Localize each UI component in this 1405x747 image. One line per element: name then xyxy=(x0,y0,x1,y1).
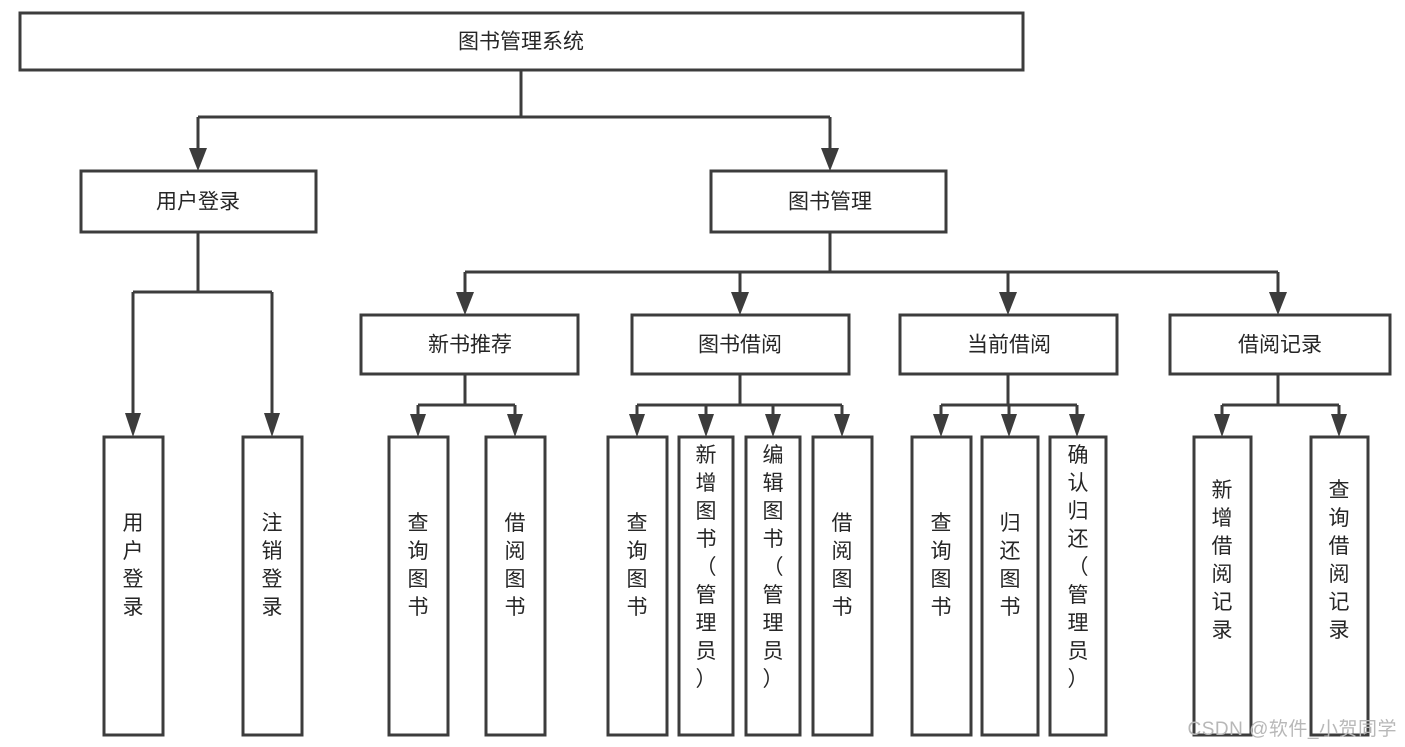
node-root-box[interactable] xyxy=(18,11,1025,72)
node-leaf-edit-book-box[interactable] xyxy=(744,435,802,737)
node-leaf-add-book-label: 新增图书（管理员） xyxy=(696,444,717,691)
arrow-head-borrow xyxy=(731,292,749,315)
node-leaf-query-book-3-box[interactable] xyxy=(910,435,973,737)
arrow-head-borrow-book-1 xyxy=(507,414,523,437)
arrow-head-records xyxy=(1269,292,1287,315)
node-login-box[interactable] xyxy=(79,169,318,234)
node-current-box[interactable] xyxy=(898,313,1119,376)
node-borrow-label: 图书借阅 xyxy=(698,334,782,357)
connector-group-bookmgmt-to-level3 xyxy=(456,232,1287,315)
arrow-head-add-book xyxy=(698,414,714,437)
node-leaf-confirm-return-label: 确认归还（管理员） xyxy=(1068,444,1089,691)
arrow-head-return-book xyxy=(1001,414,1017,437)
node-leaf-user-login[interactable]: 用户登录 xyxy=(102,435,165,737)
node-current-label: 当前借阅 xyxy=(967,334,1051,357)
node-leaf-query-book-2[interactable]: 查询图书 xyxy=(606,435,669,737)
arrow-head-bookmgmt xyxy=(821,148,839,171)
node-leaf-return-book[interactable]: 归还图书 xyxy=(980,435,1040,737)
node-records-box[interactable] xyxy=(1168,313,1392,376)
node-leaf-borrow-book-1-box[interactable] xyxy=(484,435,547,737)
node-leaf-edit-book-label: 编辑图书（管理员） xyxy=(763,444,784,691)
node-leaf-query-book-1-label: 查询图书 xyxy=(408,512,429,619)
node-leaf-query-book-1-box[interactable] xyxy=(387,435,450,737)
node-leaf-logout[interactable]: 注销登录 xyxy=(241,435,304,737)
node-leaf-add-record[interactable]: 新增借阅记录 xyxy=(1192,435,1253,737)
connector-group-borrow-to-leaves xyxy=(629,374,850,437)
node-bookmgmt-label: 图书管理 xyxy=(788,191,872,214)
arrow-head-query-book-3 xyxy=(933,414,949,437)
node-leaf-user-login-box[interactable] xyxy=(102,435,165,737)
node-leaf-user-login-label: 用户登录 xyxy=(123,512,144,619)
node-leaf-query-book-1[interactable]: 查询图书 xyxy=(387,435,450,737)
node-leaf-query-book-3-label: 查询图书 xyxy=(931,512,952,619)
node-bookmgmt-box[interactable] xyxy=(709,169,948,234)
node-leaf-return-book-box[interactable] xyxy=(980,435,1040,737)
node-login[interactable]: 用户登录 xyxy=(79,169,318,234)
node-leaf-borrow-book-2-box[interactable] xyxy=(811,435,874,737)
arrow-head-current xyxy=(999,292,1017,315)
arrow-head-user-login xyxy=(125,413,141,437)
arrow-head-query-book-2 xyxy=(629,414,645,437)
node-leaf-query-record-box[interactable] xyxy=(1309,435,1370,737)
arrow-head-confirm-return xyxy=(1069,414,1085,437)
node-leaf-borrow-book-1-label: 借阅图书 xyxy=(505,512,526,619)
arrow-head-logout xyxy=(264,413,280,437)
node-leaf-borrow-book-1[interactable]: 借阅图书 xyxy=(484,435,547,737)
arrow-head-newbook xyxy=(456,292,474,315)
connector-group-root-to-level2 xyxy=(189,70,839,171)
node-leaf-query-record[interactable]: 查询借阅记录 xyxy=(1309,435,1370,737)
node-leaf-query-record-label: 查询借阅记录 xyxy=(1329,479,1350,642)
node-leaf-confirm-return[interactable]: 确认归还（管理员） xyxy=(1048,435,1108,737)
connector-group-records-to-leaves xyxy=(1214,374,1347,437)
node-leaf-borrow-book-2[interactable]: 借阅图书 xyxy=(811,435,874,737)
node-leaf-logout-box[interactable] xyxy=(241,435,304,737)
arrow-head-borrow-book-2 xyxy=(834,414,850,437)
node-records[interactable]: 借阅记录 xyxy=(1168,313,1392,376)
node-newbook-label: 新书推荐 xyxy=(428,334,512,357)
node-leaf-confirm-return-box[interactable] xyxy=(1048,435,1108,737)
node-records-label: 借阅记录 xyxy=(1238,334,1322,357)
node-login-label: 用户登录 xyxy=(156,191,240,214)
arrow-head-add-record xyxy=(1214,414,1230,437)
connector-group-newbook-to-leaves xyxy=(410,374,523,437)
arrow-head-edit-book xyxy=(765,414,781,437)
node-root-label: 图书管理系统 xyxy=(458,31,584,54)
node-leaf-borrow-book-2-label: 借阅图书 xyxy=(832,512,853,619)
node-current[interactable]: 当前借阅 xyxy=(898,313,1119,376)
connector-group-login-to-leaves xyxy=(125,232,280,437)
node-leaf-query-book-2-label: 查询图书 xyxy=(627,512,648,619)
node-newbook-box[interactable] xyxy=(359,313,580,376)
node-leaf-return-book-label: 归还图书 xyxy=(1000,512,1021,619)
node-leaf-add-book-box[interactable] xyxy=(677,435,735,737)
arrow-head-query-record xyxy=(1331,414,1347,437)
node-newbook[interactable]: 新书推荐 xyxy=(359,313,580,376)
node-leaf-add-book[interactable]: 新增图书（管理员） xyxy=(677,435,735,737)
connector-group-current-to-leaves xyxy=(933,374,1085,437)
node-leaf-query-book-2-box[interactable] xyxy=(606,435,669,737)
node-leaf-add-record-box[interactable] xyxy=(1192,435,1253,737)
node-root[interactable]: 图书管理系统 xyxy=(18,11,1025,72)
node-borrow-box[interactable] xyxy=(630,313,851,376)
node-leaf-edit-book[interactable]: 编辑图书（管理员） xyxy=(744,435,802,737)
node-leaf-logout-label: 注销登录 xyxy=(262,512,283,619)
node-borrow[interactable]: 图书借阅 xyxy=(630,313,851,376)
node-bookmgmt[interactable]: 图书管理 xyxy=(709,169,948,234)
arrow-head-login xyxy=(189,148,207,171)
node-leaf-add-record-label: 新增借阅记录 xyxy=(1212,479,1233,642)
arrow-head-query-book-1 xyxy=(410,414,426,437)
node-leaf-query-book-3[interactable]: 查询图书 xyxy=(910,435,973,737)
